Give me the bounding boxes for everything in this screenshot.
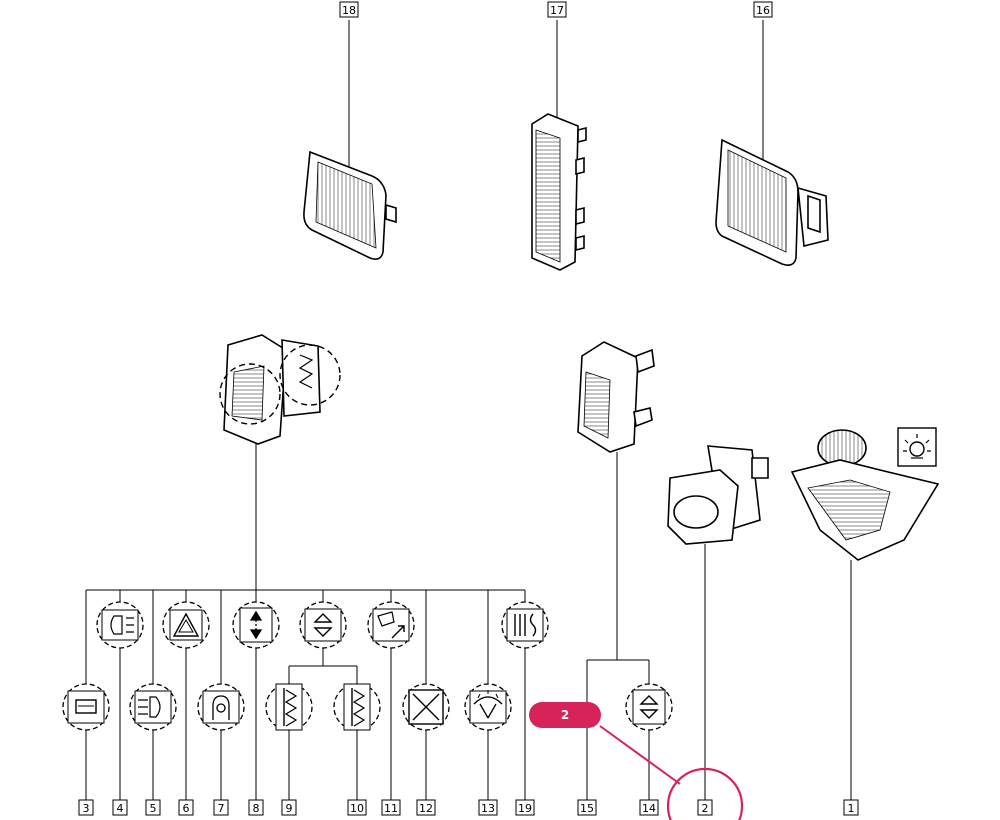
part-number-label-16: 16 <box>753 1 773 18</box>
part-number-text: 7 <box>218 802 225 815</box>
part-number-text: 17 <box>550 4 564 17</box>
part-number-label-6: 6 <box>178 799 194 816</box>
part-number-text: 14 <box>642 802 656 815</box>
seat-heat-left-symbol-icon <box>265 683 313 731</box>
cross-symbol-icon <box>402 683 450 731</box>
part-number-text: 4 <box>117 802 124 815</box>
part-number-text: 10 <box>350 802 364 815</box>
rear-fog-symbol-icon <box>96 601 144 649</box>
seat-heat-right-symbol-icon <box>333 683 381 731</box>
up-down-symbol-icon <box>232 601 280 649</box>
part-number-text: 6 <box>183 802 190 815</box>
window-up-down-symbol-icon <box>625 683 673 731</box>
callout-marker[interactable]: 2 <box>529 702 744 820</box>
part-number-text: 8 <box>253 802 260 815</box>
part-number-text: 19 <box>518 802 532 815</box>
part-number-label-18: 18 <box>339 1 359 18</box>
heated-seat-symbol-icon <box>501 601 549 649</box>
part-number-text: 5 <box>150 802 157 815</box>
blank-symbol-icon <box>62 683 110 731</box>
part-number-text: 16 <box>756 4 770 17</box>
front-fog-symbol-icon <box>129 683 177 731</box>
part-number-label-13: 13 <box>478 799 498 816</box>
part-1-light-unit <box>790 427 940 800</box>
part-2-rotary-switch <box>667 445 769 800</box>
part-number-text: 11 <box>384 802 398 815</box>
part-number-text: 15 <box>580 802 594 815</box>
part-number-label-2: 2 <box>697 799 713 816</box>
callout-highlight-ring <box>666 767 744 820</box>
part-number-label-8: 8 <box>248 799 264 816</box>
part-number-text: 2 <box>702 802 709 815</box>
interior-light-symbol-icon <box>197 683 245 731</box>
part-number-label-17: 17 <box>547 1 567 18</box>
callout-label: 2 <box>561 708 569 722</box>
part-number-text: 18 <box>342 4 356 17</box>
part-number-label-1: 1 <box>843 799 859 816</box>
part-number-label-4: 4 <box>112 799 128 816</box>
part-number-label-10: 10 <box>347 799 367 816</box>
sunroof-symbol-icon <box>299 601 347 649</box>
part-17-tall-blank <box>531 20 587 271</box>
part-18-blank-cover <box>303 20 397 260</box>
part-16-wide-blank <box>715 20 829 266</box>
part-number-label-19: 19 <box>515 799 535 816</box>
part-number-label-3: 3 <box>78 799 94 816</box>
rocker-switch-assembly <box>219 334 341 590</box>
mirror-adjust-symbol-icon <box>367 601 415 649</box>
part-number-text: 13 <box>481 802 495 815</box>
hazard-symbol-icon <box>162 601 210 649</box>
part-number-label-9: 9 <box>281 799 297 816</box>
part-number-label-7: 7 <box>213 799 229 816</box>
rocker-switch-single <box>577 341 655 660</box>
part-number-text: 1 <box>848 802 855 815</box>
part-number-label-11: 11 <box>381 799 401 816</box>
part-number-text: 3 <box>83 802 90 815</box>
part-number-label-5: 5 <box>145 799 161 816</box>
part-number-label-12: 12 <box>416 799 436 816</box>
part-number-text: 12 <box>419 802 433 815</box>
part-number-label-15: 15 <box>577 799 597 816</box>
rear-wiper-symbol-icon <box>464 683 512 731</box>
part-number-text: 9 <box>286 802 293 815</box>
part-number-label-14: 14 <box>639 799 659 816</box>
